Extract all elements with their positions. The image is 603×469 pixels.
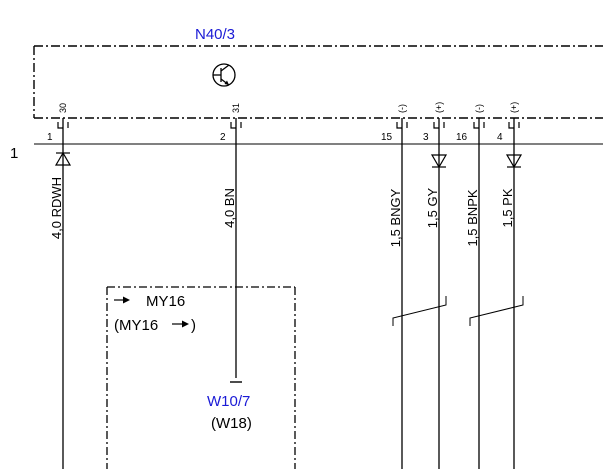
arrow-right-icon [114,296,130,304]
pin-3: 3 (+) 1,5 GY [423,102,448,469]
pin-number: 16 [456,132,468,143]
terminal-bracket [473,122,485,129]
component-box [33,45,603,119]
pin-number: 3 [423,132,429,143]
terminal-label: (+) [509,102,519,113]
pin-16: 16 (-) 1,5 BNPK [456,104,485,469]
component-name: N40/3 [195,26,235,43]
terminal-label: 31 [231,103,241,113]
wire-label: 1,5 GY [425,187,440,228]
wire-label: 1,5 PK [500,188,515,227]
pin-number: 2 [220,132,226,143]
pin-4: 4 (+) 1,5 PK [497,102,523,469]
pin-number: 15 [381,132,393,143]
arrow-up-icon [54,151,72,166]
wire-label: 4,0 RDWH [49,177,64,239]
pin-1: 1 30 4,0 RDWH [47,103,72,469]
pin-15: 15 (-) 1,5 BNGY [381,104,408,469]
pin-2: 2 31 4,0 BN [220,103,242,378]
arrow-down-icon [505,154,523,169]
terminal-bracket [230,122,242,129]
variant-line-2: (MY16 [114,317,158,334]
terminal-label: (-) [474,104,484,113]
wire-label: 4,0 BN [222,188,237,228]
terminal-label: 30 [58,103,68,113]
terminal-label: (-) [397,104,407,113]
terminal-bracket [57,122,69,129]
variant-line-2-end: ) [191,317,196,334]
pin-number: 4 [497,132,503,143]
arrow-down-icon [430,154,448,169]
terminal-bracket [433,122,445,129]
pin-group: 1 30 4,0 RDWH 2 31 4,0 BN 15 (-) 1,5 BNGY 3 (+) 1,5… [47,102,523,469]
terminal-label: (+) [434,102,444,113]
variant-box [106,286,296,469]
ground-name: W10/7 [207,393,250,410]
variant-line-1: MY16 [146,293,185,310]
pin-number: 1 [47,132,53,143]
ground-alt: (W18) [211,415,252,432]
terminal-bracket [396,122,408,129]
connector-row-label: 1 [10,145,18,162]
transistor-icon [212,63,236,87]
wire-label: 1,5 BNPK [465,189,480,246]
arrow-right-icon [172,320,189,328]
wire-crossings [392,296,524,326]
terminal-bracket [508,122,520,129]
wire-label: 1,5 BNGY [388,188,403,247]
